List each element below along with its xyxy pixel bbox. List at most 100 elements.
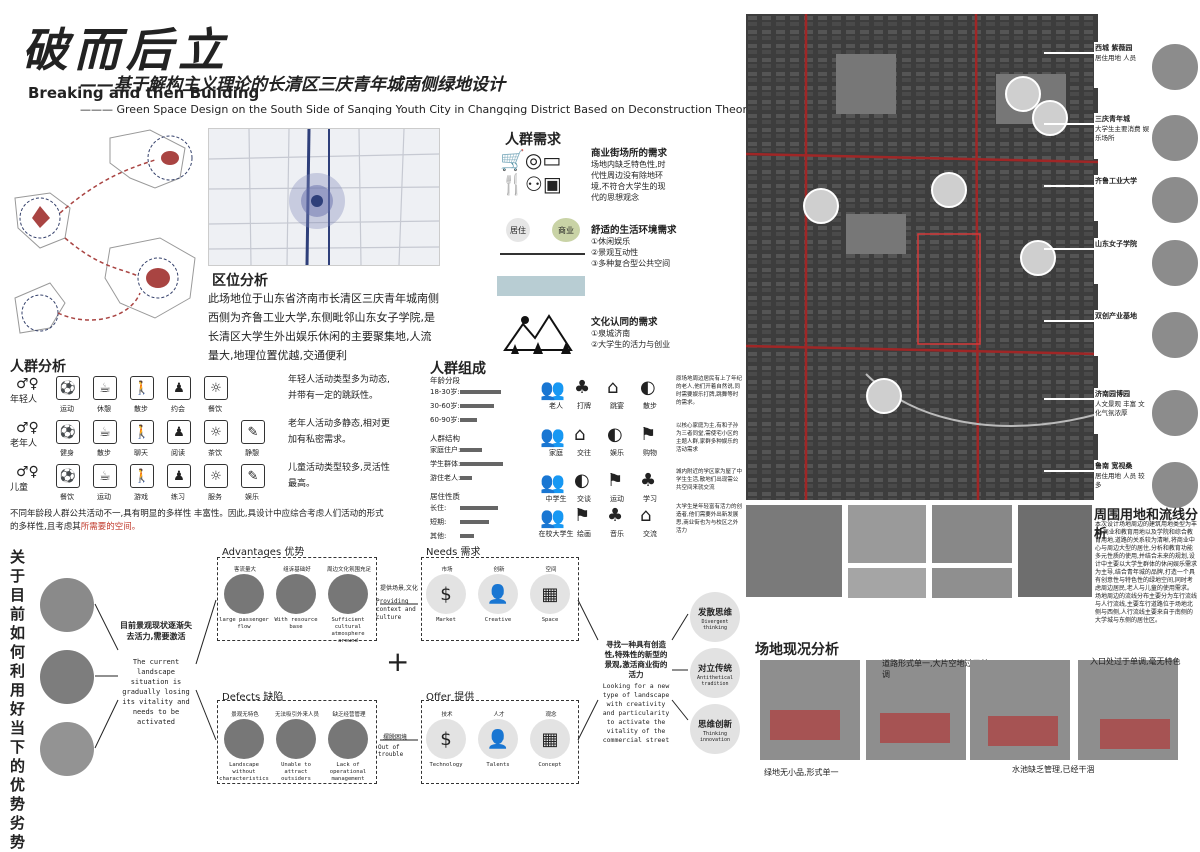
flow-right-en: Looking for a new type of landscape with…	[602, 682, 670, 744]
activity-label: 交流	[643, 530, 657, 538]
flow-item-en: Talents	[486, 762, 510, 768]
group-figure-icon: 👥	[540, 424, 565, 448]
activity-label: 散步	[643, 402, 657, 410]
thinking-en: Divergent thinking	[701, 619, 729, 631]
map-node-5[interactable]	[1020, 240, 1056, 276]
crowd-summary-red: 所需要的空间。	[80, 522, 141, 532]
flow-item-photo	[276, 574, 316, 614]
adv-note-cn: 提供场景,文化	[380, 585, 418, 592]
composition-bar	[460, 448, 482, 452]
offer-box	[421, 700, 579, 784]
map-label-title: 齐鲁工业大学	[1095, 177, 1137, 185]
map-node-6[interactable]	[866, 378, 902, 414]
thinking-en: Antithetical tradition	[696, 675, 734, 687]
map-label-photo	[1150, 460, 1200, 510]
group-note: 儿童活动类型较多,灵活性最高。	[288, 463, 390, 489]
site-note: 入口处过于单调,毫无特色	[1090, 657, 1181, 666]
site-photo	[1078, 660, 1178, 760]
activity-label: 交往	[577, 449, 591, 457]
activity-label: 餐饮	[60, 493, 74, 501]
activity-icon: ✎	[241, 464, 265, 488]
group-name: 中学生	[545, 495, 567, 503]
flow-item-icon: ▦	[530, 719, 570, 759]
advantages-title: Advantages 优势	[222, 547, 305, 558]
location-map	[208, 128, 440, 266]
activity-icon: ✎	[241, 420, 265, 444]
group-name: 儿童	[10, 483, 29, 493]
flow-item-cn: 组诉基础好	[283, 567, 311, 573]
defects-box	[217, 700, 377, 784]
need-2-item-3: ③多种复合型公共空间	[591, 259, 671, 268]
map-label-title: 山东女子学院	[1095, 240, 1137, 248]
group-name: 家庭	[549, 449, 563, 457]
activity-icon: 🚶	[130, 464, 154, 488]
map-label-sub: 人文景观 丰富 文化气氛浓厚	[1095, 400, 1145, 417]
map-node-1[interactable]	[1005, 76, 1041, 112]
map-label-sub: 大学生主要消费 娱乐场所	[1095, 125, 1150, 142]
map-node-2[interactable]	[1032, 100, 1068, 136]
flow-left-cn: 目前景观现状逐渐失去活力,需要激活	[120, 621, 192, 641]
thinking-circle	[690, 704, 740, 754]
surrounding-photo	[848, 505, 926, 563]
composition-bar	[460, 534, 474, 538]
activity-label: 娱乐	[610, 449, 624, 457]
thinking-circle	[690, 648, 740, 698]
site-photo-circle-1	[40, 578, 94, 632]
map-label-photo	[1150, 310, 1200, 360]
composition-section-label: 年龄分段	[430, 376, 460, 385]
map-label-photo	[1150, 113, 1200, 163]
surrounding-photo	[1018, 505, 1092, 597]
flow-item-cn: 景观无特色	[231, 712, 259, 718]
activity-label: 聊天	[134, 449, 148, 457]
composition-row-label: 学生群体:	[430, 460, 461, 468]
map-label-sub: 居住用地 人员	[1095, 54, 1137, 62]
flow-item-en: Unable to attract outsiders	[281, 762, 311, 782]
composition-row-label: 60-90岁:	[430, 416, 460, 424]
flow-item-en: With resource base	[274, 617, 318, 630]
activity-label: 运动	[97, 493, 111, 501]
map-leader-line	[1044, 320, 1094, 322]
group-note: 城内附近的学区家为屋了中学生生活,散地们出现需公共空间来就交流	[676, 469, 743, 491]
flow-item-en: Market	[436, 617, 456, 623]
activity-label: 约会	[171, 405, 185, 413]
flow-item-cn: 技术	[441, 712, 453, 718]
activity-icon: ⚽	[56, 420, 80, 444]
def-note-en: Out of trouble	[378, 744, 404, 758]
composition-bar	[460, 418, 477, 422]
map-label-photo	[1150, 175, 1200, 225]
needs-box	[421, 557, 579, 641]
surrounding-photo	[746, 505, 842, 597]
need-2-title: 舒适的生活环境需求	[591, 225, 677, 236]
map-node-3[interactable]	[931, 172, 967, 208]
flow-arrows	[94, 599, 689, 749]
shopping-icons: 🛒◎▭🍴⚇▣	[500, 148, 562, 196]
site-photo	[970, 660, 1070, 760]
activity-icon: ⚽	[56, 376, 80, 400]
composition-bar	[460, 390, 501, 394]
activity-label: 茶饮	[208, 449, 222, 457]
composition-heading: 人群组成	[430, 361, 486, 377]
flow-item-icon: $	[426, 719, 466, 759]
advantages-box	[217, 557, 377, 641]
site-photo-circle-3	[40, 722, 94, 776]
flow-item-icon: 👤	[478, 574, 518, 614]
flow-item-cn: 空间	[545, 567, 557, 573]
color-swatch	[497, 276, 585, 296]
group-name: 老年人	[10, 439, 38, 449]
activity-label: 散步	[134, 405, 148, 413]
surrounding-text: 本次设计场地周边的建筑用地类型为丰富,商业和教育用地以及学院和综合教育用地,道路…	[1095, 521, 1197, 624]
flow-item-photo	[328, 574, 368, 614]
site-note: 水池缺乏管理,已经干涸	[1012, 765, 1095, 774]
title-en: Breaking and then Building	[28, 84, 260, 102]
activity-label: 运动	[60, 405, 74, 413]
map-node-4[interactable]	[803, 188, 839, 224]
map-leader-line	[1044, 248, 1094, 250]
composition-section-label: 居住性质	[430, 492, 460, 501]
activity-icon: ◐	[574, 470, 590, 491]
province-maps	[14, 129, 196, 334]
activity-label: 服务	[208, 493, 222, 501]
site-photo	[760, 660, 860, 760]
map-label-box	[1094, 460, 1150, 506]
thinking-cn: 对立传统	[697, 664, 732, 674]
flow-item-en: Concept	[538, 762, 562, 768]
